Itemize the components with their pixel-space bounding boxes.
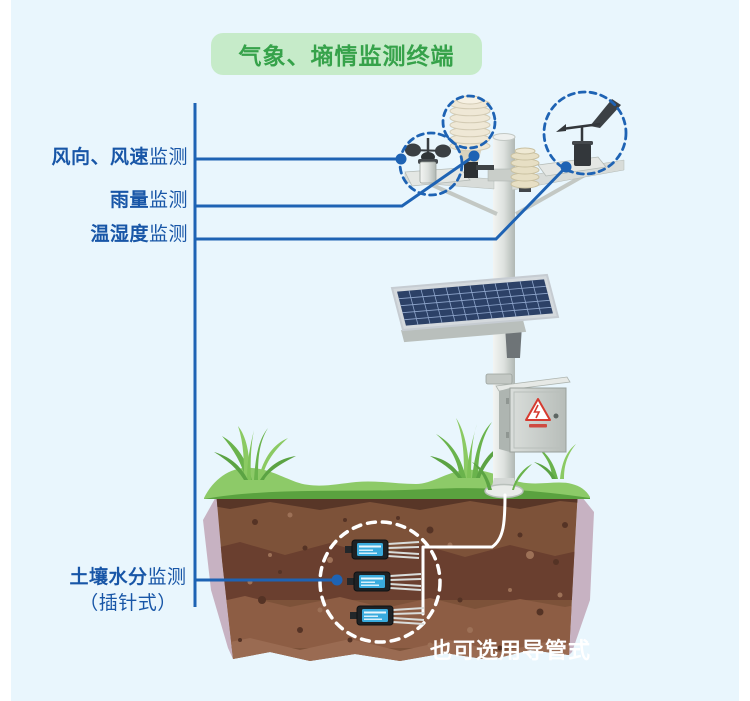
control-box-icon	[485, 373, 571, 453]
highlight-dashed-circles	[398, 90, 628, 197]
label-rain-suffix: 监测	[148, 189, 188, 211]
label-wind-bold: 风向、风速	[51, 146, 149, 168]
leader-line-rain	[195, 154, 475, 208]
weather-station	[390, 95, 625, 499]
soil-left-face	[203, 495, 233, 659]
grass-tuft-right	[534, 444, 576, 479]
soil-sensor-icon	[345, 539, 420, 560]
label-temp-humidity-monitoring: 温湿度监测	[28, 223, 188, 245]
vane-highlight-circle	[542, 90, 628, 176]
electric-warning-icon	[525, 398, 551, 428]
soil-sensor-icon	[347, 571, 422, 592]
label-rain-monitoring: 雨量监测	[28, 189, 188, 211]
anemometer-icon	[404, 138, 452, 184]
label-temp-humidity-bold: 温湿度	[90, 223, 149, 245]
label-soil-bold: 土壤水分	[69, 566, 148, 588]
shield-highlight-circle	[441, 94, 497, 150]
conduit-note: 也可选用导管式	[430, 639, 592, 664]
page-title: 气象、墒情监测终端	[238, 44, 455, 70]
radiation-shield-small-icon	[510, 147, 540, 192]
title-banner: 气象、墒情监测终端	[211, 33, 482, 75]
label-soil-sub: （插针式）	[79, 592, 177, 614]
rain-gauge-shield-icon	[449, 95, 494, 178]
soil-moisture-sensors	[345, 539, 425, 626]
soil-sensor-icon	[350, 605, 425, 626]
leader-lines	[193, 103, 568, 607]
leader-line-temp-humidity	[195, 165, 568, 241]
sensor-cable	[421, 493, 507, 616]
label-rain-bold: 雨量	[109, 189, 149, 211]
soil-sensor-dashed-circle	[318, 520, 442, 644]
anemometer-highlight-circle	[398, 131, 464, 197]
grass-tuft-left	[214, 426, 296, 480]
label-temp-humidity-suffix: 监测	[148, 223, 188, 245]
wind-vane-icon	[556, 99, 621, 166]
label-wind-suffix: 监测	[148, 146, 188, 168]
solar-panel-icon	[390, 273, 560, 358]
soil-right-face	[569, 492, 594, 655]
label-soil-moisture-monitoring: 土壤水分监测 （插针式）	[48, 564, 208, 616]
label-wind-monitoring: 风向、风速监测	[28, 146, 188, 168]
label-soil-suffix: 监测	[147, 566, 187, 588]
label-soil-line1: 土壤水分监测	[48, 564, 208, 590]
grass-tuft-center	[430, 418, 510, 478]
